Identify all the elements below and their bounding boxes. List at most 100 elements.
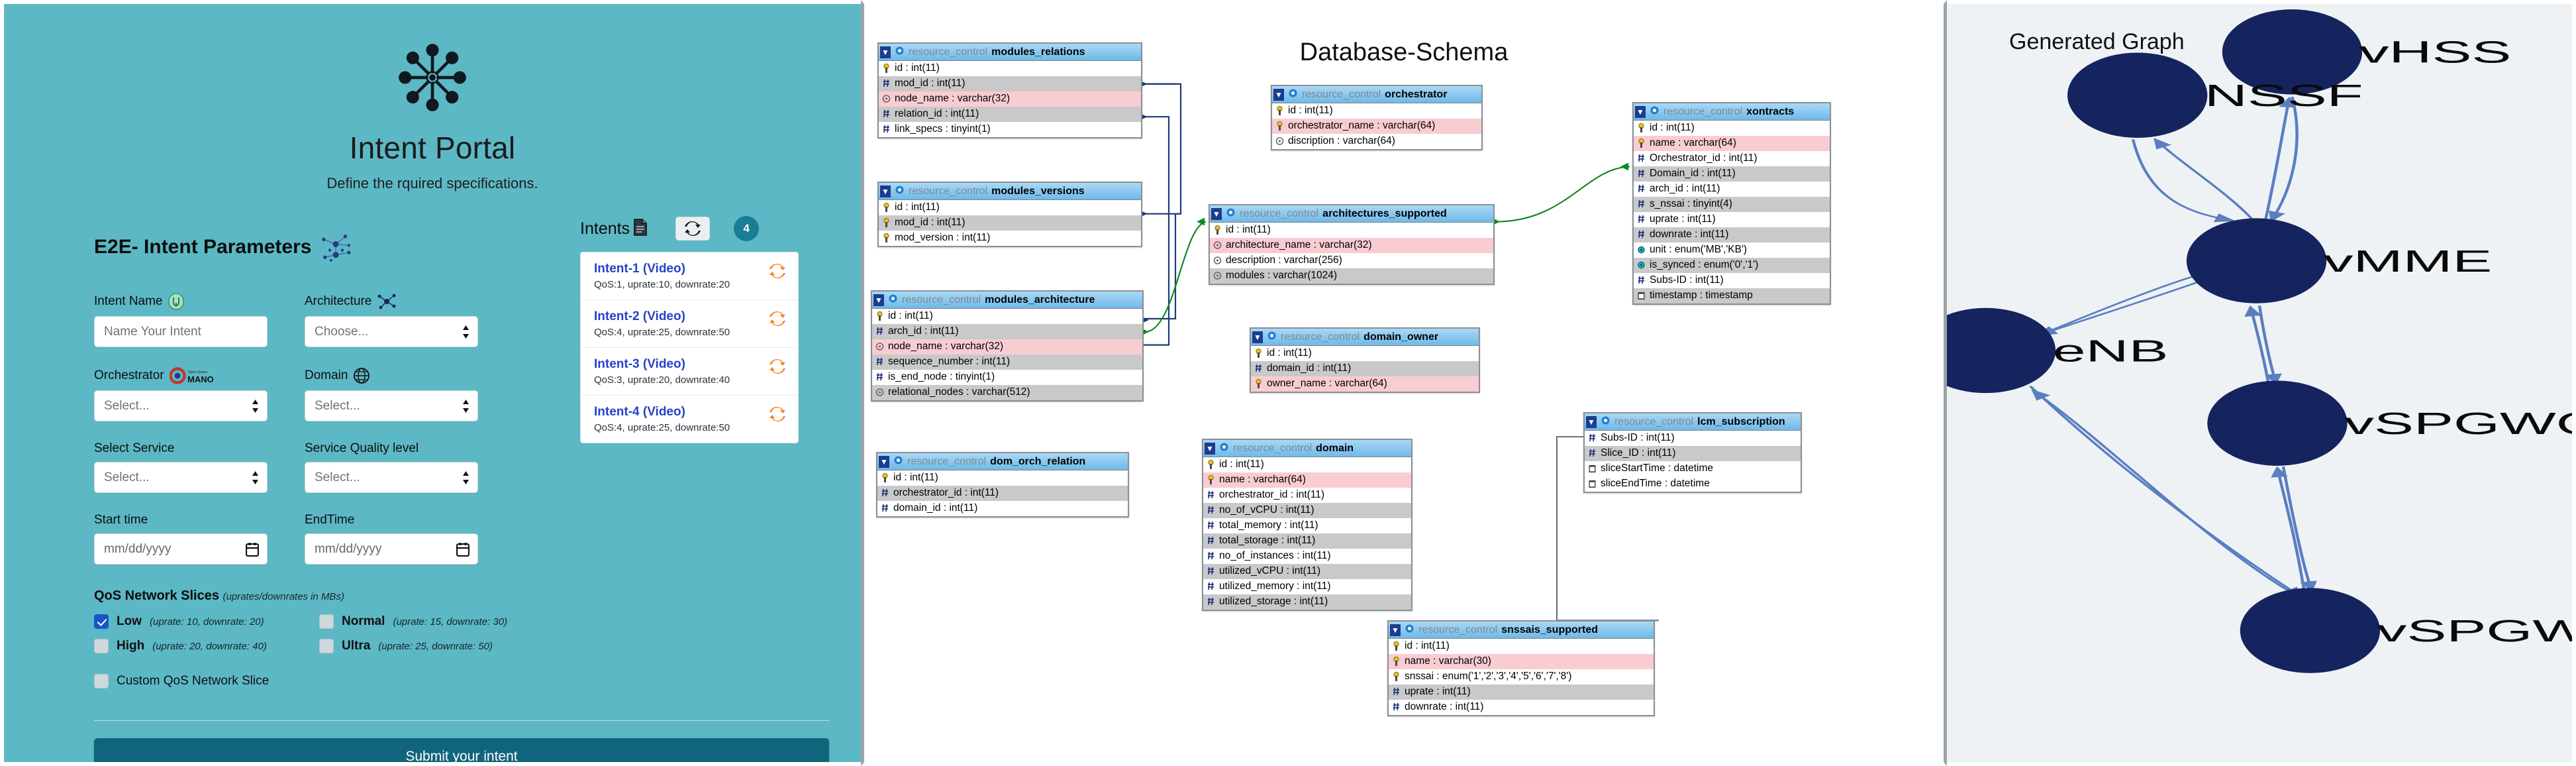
intents-panel: Intents 4 Int — [580, 216, 799, 443]
chevron-down-icon[interactable]: ▼ — [1211, 207, 1222, 220]
pk-key-icon — [1392, 656, 1401, 667]
graph-node-label-eNB: eNB — [2053, 334, 2169, 368]
qos-option-custom[interactable]: Custom QoS Network Slice — [94, 674, 829, 688]
schema-column-text: orchestrator_id : int(11) — [1219, 489, 1325, 500]
chevron-down-icon[interactable]: ▼ — [880, 185, 891, 197]
qos-custom-checkbox[interactable] — [94, 674, 109, 688]
calendar-icon[interactable] — [456, 542, 470, 557]
schema-namespace: resource_control — [902, 294, 981, 305]
index-key-icon — [882, 94, 891, 104]
qos-option-normal[interactable]: Normal (uprate: 15, downrate: 30) — [319, 614, 507, 629]
schema-column-text: Slice_ID : int(11) — [1601, 447, 1676, 459]
schema-column: domain_id : int(11) — [1251, 361, 1479, 376]
fk-key-icon — [875, 372, 884, 382]
label-orchestrator: Orchestrator Open Source MANO — [94, 367, 268, 384]
list-item[interactable]: Intent-2 (Video) QoS:4, uprate:25, downr… — [581, 300, 798, 348]
refresh-icon[interactable] — [769, 358, 786, 374]
pk-key-icon — [1392, 671, 1401, 682]
list-item[interactable]: Intent-3 (Video) QoS:3, uprate:20, downr… — [581, 348, 798, 396]
graph-node-vSPGWU[interactable] — [2240, 588, 2381, 673]
chevron-down-icon[interactable]: ▼ — [1252, 331, 1263, 343]
refresh-icon[interactable] — [769, 406, 786, 422]
schema-column: modules : varchar(1024) — [1210, 268, 1493, 284]
graph-svg: vHSSNSSFvMMEeNBvSPGWCvSPGWU — [1947, 9, 2572, 673]
orchestrator-select[interactable]: Select... — [94, 390, 268, 421]
submit-intent-button[interactable]: Submit your intent — [94, 738, 829, 762]
end-time-input[interactable]: mm/dd/yyyy — [305, 533, 478, 565]
fk-key-icon — [1207, 551, 1215, 561]
qos-ultra-checkbox[interactable] — [319, 639, 334, 653]
refresh-icon[interactable] — [769, 311, 786, 327]
qos-option-high[interactable]: High (uprate: 20, downrate: 40) — [94, 639, 281, 653]
calendar-icon[interactable] — [246, 542, 259, 557]
intents-refresh-button[interactable] — [675, 217, 711, 241]
chevron-down-icon[interactable]: ▼ — [873, 294, 884, 306]
svg-text:Open Source: Open Source — [188, 370, 208, 374]
pk-key-icon — [882, 202, 891, 213]
start-time-input[interactable]: mm/dd/yyyy — [94, 533, 268, 565]
schema-column: orchestrator_name : varchar(64) — [1272, 119, 1481, 134]
list-item[interactable]: Intent-1 (Video) QoS:1, uprate:10, downr… — [581, 252, 798, 300]
schema-column: utilized_storage : int(11) — [1203, 594, 1411, 610]
enum-key-icon — [1637, 245, 1646, 255]
chevron-down-icon[interactable]: ▼ — [1635, 105, 1646, 118]
qos-ultra-rate: (uprate: 25, downrate: 50) — [378, 640, 493, 652]
schema-column: total_storage : int(11) — [1203, 533, 1411, 549]
refresh-icon — [685, 221, 701, 236]
label-domain-text: Domain — [305, 368, 348, 382]
intent-name-input[interactable]: Name Your Intent — [94, 316, 268, 347]
architecture-nodes-icon — [377, 293, 397, 310]
qos-high-checkbox[interactable] — [94, 639, 109, 653]
graph-node-vMME[interactable] — [2186, 218, 2327, 303]
fk-key-icon — [1207, 536, 1215, 546]
qos-custom-label: Custom QoS Network Slice — [117, 674, 270, 688]
qos-option-ultra[interactable]: Ultra (uprate: 25, downrate: 50) — [319, 639, 506, 653]
graph-node-vSPGWC[interactable] — [2207, 380, 2348, 466]
qos-low-checkbox[interactable] — [94, 614, 109, 629]
graph-node-NSSF[interactable] — [2067, 52, 2208, 138]
graph-node-eNB[interactable] — [1947, 307, 2056, 394]
schema-table-name: modules_versions — [991, 185, 1085, 197]
qos-heading: QoS Network Slices (uprates/downrates in… — [94, 588, 829, 604]
intent-name-placeholder: Name Your Intent — [104, 324, 201, 339]
graph-title: Generated Graph — [2009, 29, 2185, 54]
chevron-down-icon[interactable]: ▼ — [1273, 88, 1284, 101]
section-header: E2E- Intent Parameters — [94, 232, 829, 262]
select-service-select[interactable]: Select... — [94, 462, 268, 493]
refresh-icon[interactable] — [769, 263, 786, 279]
chevron-down-icon[interactable]: ▼ — [1390, 624, 1401, 636]
schema-column-text: id : int(11) — [1650, 122, 1695, 133]
domain-select[interactable]: Select... — [305, 390, 478, 421]
date-key-icon — [1588, 464, 1597, 474]
schema-column: Orchestrator_id : int(11) — [1634, 151, 1830, 166]
list-item[interactable]: Intent-4 (Video) QoS:4, uprate:25, downr… — [581, 396, 798, 443]
schema-column: id : int(11) — [1634, 121, 1830, 136]
qos-normal-checkbox[interactable] — [319, 614, 334, 629]
graph-node-vHSS[interactable] — [2222, 9, 2363, 95]
qos-column-left: Low (uprate: 10, downrate: 20) High (upr… — [94, 614, 281, 663]
chevron-down-icon[interactable]: ▼ — [1586, 415, 1597, 428]
chevron-down-icon[interactable]: ▼ — [880, 46, 891, 58]
spinner-arrows-icon — [463, 325, 469, 339]
architecture-select[interactable]: Choose... — [305, 316, 478, 347]
gear-icon — [1650, 105, 1660, 119]
chevron-down-icon[interactable]: ▼ — [879, 455, 889, 468]
label-service-quality-text: Service Quality level — [305, 441, 419, 455]
fk-key-icon — [1207, 582, 1215, 592]
service-quality-select[interactable]: Select... — [305, 462, 478, 493]
qos-option-low[interactable]: Low (uprate: 10, downrate: 20) — [94, 614, 281, 629]
label-service-quality: Service Quality level — [305, 441, 478, 456]
chevron-down-icon[interactable]: ▼ — [1205, 442, 1215, 455]
